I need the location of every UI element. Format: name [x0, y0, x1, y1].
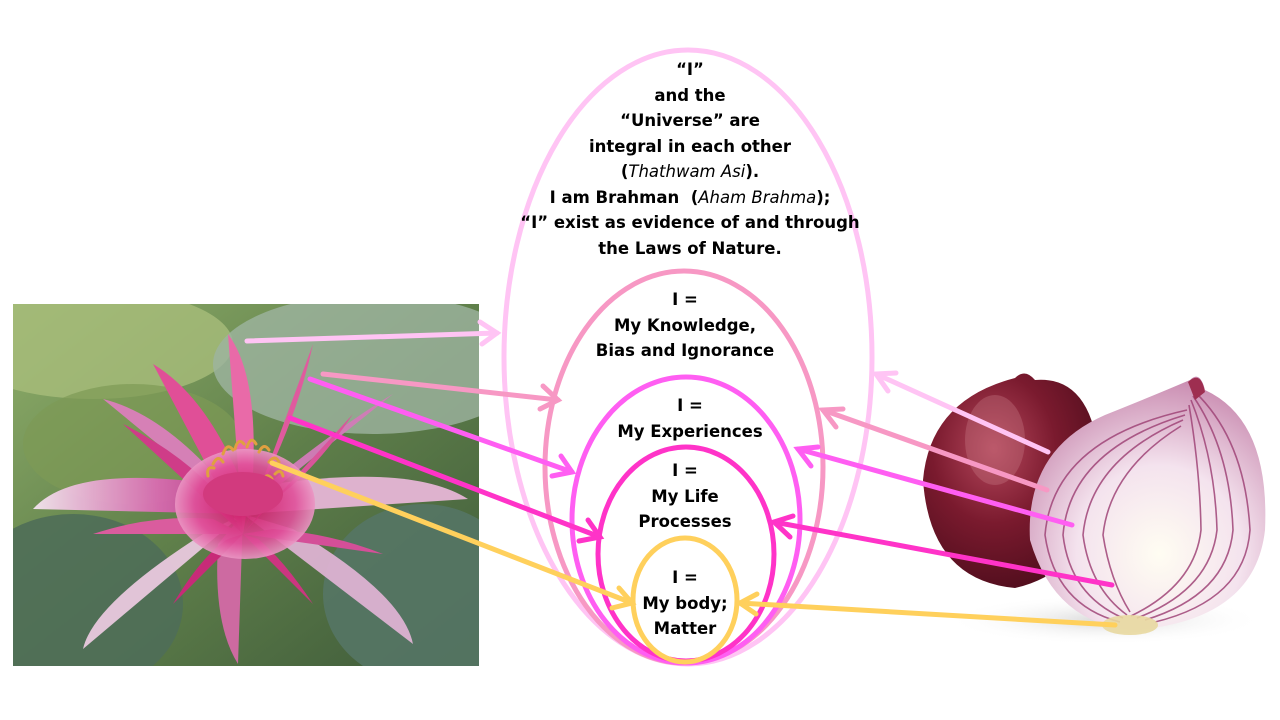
universe-line-integral: integral in each other — [588, 136, 791, 156]
thathwam-asi-term: Thathwam Asi — [628, 162, 746, 181]
universe-layer-label: “I” and the “Universe” are integral in e… — [490, 57, 890, 261]
body-ellipse — [630, 535, 740, 665]
arrow-lotus-to-universe — [244, 319, 502, 347]
lotus-illustration — [13, 304, 479, 666]
arrow-onion-to-life-processes — [769, 513, 1115, 588]
arrow-onion-to-experiences — [793, 444, 1075, 528]
universe-line-laws: the Laws of Nature. — [598, 238, 782, 258]
body-layer-label: I = My body; Matter — [642, 568, 728, 638]
universe-line-i: “I” — [676, 60, 704, 79]
lotus-flower-image — [13, 304, 479, 666]
arrow-lotus-to-life-processes — [287, 415, 605, 544]
universe-line-brahman: I am Brahman (Aham Brahma); — [549, 187, 831, 207]
arrow-onion-to-universe — [871, 370, 1051, 455]
experiences-layer-label: I = My Experiences — [617, 396, 763, 441]
universe-line-exist: “I” exist as evidence of and through — [520, 213, 860, 232]
universe-line-thathwam: (Thathwam Asi). — [620, 162, 760, 181]
arrow-onion-to-body — [735, 591, 1118, 628]
aham-brahma-term: Aham Brahma — [698, 187, 817, 207]
arrow-lotus-to-body — [269, 460, 637, 611]
onion-illustration — [923, 373, 1266, 645]
arrow-onion-to-knowledge — [818, 406, 1050, 493]
universe-line-universe-are: “Universe” are — [620, 111, 760, 130]
red-onion-image — [905, 360, 1280, 650]
knowledge-layer-label: I = My Knowledge, Bias and Ignorance — [595, 290, 775, 360]
universe-line-and-the: and the — [654, 85, 726, 105]
arrow-lotus-to-knowledge — [320, 371, 563, 412]
arrow-lotus-to-experiences — [307, 376, 577, 479]
life-processes-layer-label: I = My Life Processes — [638, 461, 732, 531]
